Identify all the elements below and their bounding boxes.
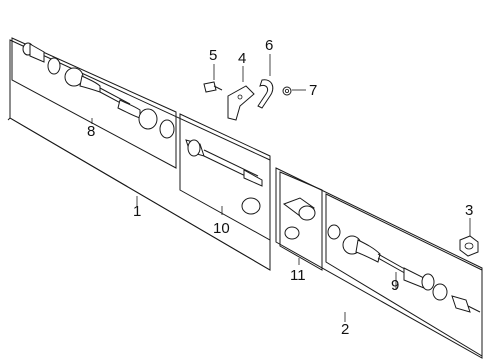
outer-ring xyxy=(432,283,448,301)
seal-11 xyxy=(298,205,316,221)
panel-box-11 xyxy=(279,171,323,271)
axle-nut-3 xyxy=(459,235,479,257)
left-panel-face xyxy=(9,39,271,271)
callout-6: 6 xyxy=(265,37,273,54)
panel-box-8 xyxy=(11,37,177,169)
seal-kit-11 xyxy=(282,197,316,240)
callout-7: 7 xyxy=(309,82,317,99)
callout-1: 1 xyxy=(133,203,141,220)
seal-ring xyxy=(47,57,61,75)
callout-9: 9 xyxy=(391,277,399,294)
callout-8: 8 xyxy=(87,123,95,140)
inner-ring xyxy=(159,119,175,139)
right-panel-face xyxy=(275,167,483,359)
panel-box-10 xyxy=(179,113,271,241)
bracket-4 xyxy=(227,85,255,121)
callout-5: 5 xyxy=(209,47,217,64)
right-axle-panel xyxy=(275,167,483,359)
left-half-shaft xyxy=(22,42,175,139)
shaft-seal xyxy=(241,197,261,215)
ring-11 xyxy=(284,226,300,240)
intermediate-shaft xyxy=(185,139,263,215)
right-half-shaft xyxy=(327,224,481,313)
left-axle-panel xyxy=(7,37,271,271)
leader-lines xyxy=(91,54,471,322)
callout-4: 4 xyxy=(238,50,246,67)
cv-joint-inner xyxy=(138,108,158,130)
callout-3: 3 xyxy=(465,202,473,219)
callout-2: 2 xyxy=(341,321,349,338)
bracket-parts xyxy=(203,79,292,121)
bolt-5 xyxy=(203,81,217,93)
callout-11: 11 xyxy=(290,267,306,284)
nut-7 xyxy=(282,86,292,96)
strap-6 xyxy=(257,79,274,109)
panel-box-9 xyxy=(325,193,483,357)
callout-10: 10 xyxy=(213,220,230,237)
